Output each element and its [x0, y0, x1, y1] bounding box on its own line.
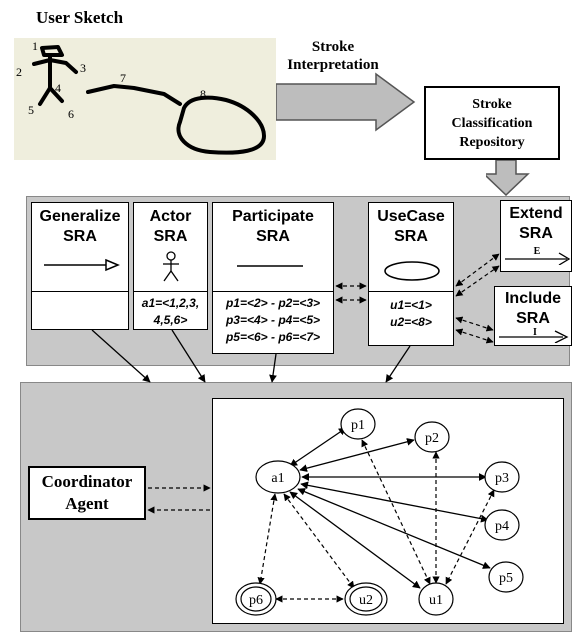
association-line-icon — [237, 265, 303, 267]
edge-a1-p6 — [257, 493, 278, 585]
edge-a1-p2 — [299, 438, 415, 472]
ellipse-icon — [384, 261, 440, 281]
user-sketch-area: 1 2 3 4 5 6 7 8 — [14, 38, 276, 160]
stick-figure-head — [40, 45, 64, 57]
usecase-sra: UseCase SRA u1=<1> u2=<8> — [368, 202, 454, 346]
extend-sra-title: Extend SRA — [509, 205, 563, 242]
graph-node-p4 — [484, 509, 520, 541]
extend-arrow-icon: E — [505, 246, 571, 265]
stroke-number: 3 — [80, 61, 86, 75]
generalization-arrow-icon — [44, 258, 120, 272]
node-label-p4: p4 — [495, 519, 509, 534]
include-arrow-icon: I — [499, 327, 569, 343]
usecase-sra-title: UseCase SRA — [377, 208, 445, 245]
generalize-sra: Generalize SRA — [31, 202, 129, 330]
participate-sra-title: Participate SRA — [232, 208, 314, 245]
stroke-number: 2 — [16, 65, 22, 79]
coordinator-agent: Coordinator Agent — [28, 466, 146, 520]
graph-node-u1 — [418, 582, 454, 616]
stroke-number: 8 — [200, 87, 206, 101]
include-sra-title: Include SRA — [504, 290, 561, 327]
node-label-p1: p1 — [351, 418, 365, 433]
actor-icon — [163, 251, 179, 282]
graph-node-a1 — [255, 460, 301, 494]
edge-a1-p5 — [297, 488, 491, 569]
sketch-drawing: 1 2 3 4 5 6 7 8 — [16, 39, 266, 155]
usecase-include-link — [455, 316, 494, 332]
participate-sra-mapping: p1=<2> - p2=<3> p3=<4> - p4=<5> p5=<6> -… — [225, 296, 321, 344]
stroke-number: 6 — [68, 107, 74, 121]
node-label-u1: u1 — [429, 593, 443, 608]
stroke-number: 7 — [120, 71, 126, 85]
stick-figure-left-leg — [38, 86, 52, 106]
include-sra: Include SRA I — [494, 286, 572, 346]
graph-node-p2 — [414, 421, 450, 453]
actor-sra: Actor SRA a1=<1,2,3, 4,5,6> — [133, 202, 208, 330]
edge-p3-u1 — [445, 489, 495, 585]
stroke-classification-repository: Stroke Classification Repository — [424, 86, 560, 160]
graph-node-p3 — [484, 461, 520, 493]
node-label-p5: p5 — [499, 571, 513, 586]
stroke-number: 4 — [55, 81, 61, 95]
usecase-to-coordinator-arrow — [385, 345, 411, 383]
stick-figure-arms — [32, 58, 78, 74]
actor-to-coordinator-arrow — [171, 329, 206, 383]
usecase-include-link — [455, 328, 494, 344]
usecase-sra-mapping: u1=<1> u2=<8> — [390, 298, 432, 329]
actor-sra-title: Actor SRA — [149, 208, 192, 245]
graph-node-p1 — [340, 408, 376, 440]
stroke-number: 1 — [32, 39, 38, 53]
node-label-p2: p2 — [425, 431, 439, 446]
sketch-line-stroke — [86, 84, 182, 106]
stroke-number: 5 — [28, 103, 34, 117]
graph-node-p6-inner — [240, 586, 272, 612]
edge-a1-u1 — [289, 491, 421, 589]
stick-figure-right-leg — [48, 86, 64, 103]
repository-down-arrow — [486, 160, 530, 196]
actor-sra-mapping: a1=<1,2,3, 4,5,6> — [141, 296, 200, 327]
sketch-ellipse-stroke — [176, 95, 266, 155]
generalize-sra-title: Generalize SRA — [39, 208, 121, 245]
edge-a1-u2 — [283, 493, 355, 589]
interpretation-arrow — [276, 72, 416, 132]
participate-sra: Participate SRA p1=<2> - p2=<3> p3=<4> -… — [212, 202, 334, 354]
usecase-extend-link — [455, 265, 500, 297]
edge-p1-u1 — [361, 439, 431, 585]
node-label-p3: p3 — [495, 471, 509, 486]
node-label-p6: p6 — [249, 593, 263, 608]
extend-sra: Extend SRA E — [500, 200, 572, 272]
stroke-interpretation-label: Stroke Interpretation — [287, 39, 379, 73]
generalize-to-coordinator-arrow — [91, 329, 151, 383]
node-label-u2: u2 — [359, 593, 373, 608]
participate-to-coordinator-arrow — [269, 353, 277, 383]
graph-node-p5 — [488, 561, 524, 593]
user-sketch-title: User Sketch — [36, 8, 124, 27]
svg-text:E: E — [534, 246, 541, 257]
graph-node-u2-inner — [349, 586, 383, 612]
svg-text:I: I — [533, 327, 537, 338]
node-label-a1: a1 — [271, 471, 284, 486]
